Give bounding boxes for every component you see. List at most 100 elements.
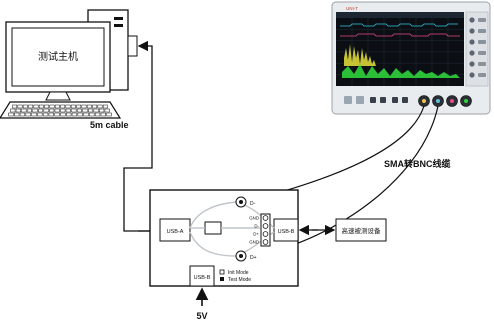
usb-b-bottom-port [189, 265, 215, 287]
scope-knob [469, 50, 475, 56]
keyboard-key [60, 104, 66, 109]
scope-key [478, 73, 486, 77]
header-pin [262, 223, 269, 229]
keyboard-key [42, 112, 49, 117]
keyboard-key [99, 108, 105, 113]
trace-green [342, 64, 460, 78]
scope-brand: UNI-T [346, 6, 358, 11]
keyboard-key [100, 112, 106, 117]
keyboard-key [19, 112, 26, 117]
monitor: 测试主机 [5, 21, 111, 101]
keyboard-key [38, 104, 44, 109]
scope-key [478, 51, 486, 55]
scope-knob [469, 39, 475, 45]
usb-b-right-port [273, 218, 299, 242]
keyboard-key [21, 108, 27, 113]
d-plus-label: D+ [250, 255, 257, 261]
pin-header [260, 213, 271, 247]
init-mode-switch [219, 269, 225, 275]
keyboard-key [86, 104, 92, 109]
header-pin [262, 231, 269, 237]
scope-side-panel [465, 11, 489, 87]
pin-label: D- [254, 224, 259, 229]
keyboard-key [106, 112, 112, 117]
keyboard-key [14, 112, 20, 117]
scope-key [478, 40, 486, 44]
keyboard-key [33, 104, 39, 109]
high-speed-dut-box [335, 218, 387, 242]
usb-a-port [159, 218, 191, 242]
keyboard-key [88, 108, 94, 113]
monitor-screen-text: 测试主机 [38, 50, 78, 63]
keyboard-key [43, 108, 49, 113]
scope-knob [469, 28, 475, 34]
keyboard-key [12, 104, 18, 109]
test-host-computer: 测试主机 [0, 9, 138, 119]
keyboard-key [93, 108, 99, 113]
keyboard-key [54, 104, 60, 109]
pin-label: D+ [253, 232, 259, 237]
keyboard-key [54, 108, 60, 113]
keyboard-key [48, 112, 54, 117]
keyboard-key [83, 112, 89, 117]
scope-knob [469, 17, 475, 23]
keyboard-key [25, 112, 31, 117]
keyboard-key [102, 104, 108, 109]
oscilloscope: UNI-T [331, 1, 491, 115]
power-label: 5V [196, 311, 207, 321]
test-mode-label: Test Mode [228, 277, 251, 283]
header-pin [262, 239, 269, 245]
keyboard-key [44, 104, 50, 109]
keyboard-key [38, 108, 44, 113]
scope-key [478, 29, 486, 33]
sma-cable-d-minus [247, 105, 425, 202]
scope-key [478, 18, 486, 22]
keyboard-key [49, 108, 55, 113]
d-minus-label: D- [250, 201, 256, 207]
usb-b-bottom-label: USB-B [194, 275, 211, 281]
keyboard-key [77, 112, 83, 117]
pin-label: GND [249, 240, 259, 245]
init-mode-label: Init Mode [228, 270, 249, 276]
fixture-chip [204, 221, 222, 235]
keyboard-key [104, 108, 110, 113]
sma-connector-d-plus [235, 250, 247, 262]
dut-label: 高速被测设备 [342, 226, 382, 235]
keyboard-key [28, 104, 34, 109]
keyboard-key [17, 104, 23, 109]
keyboard-key [71, 112, 78, 117]
trace-pink [340, 33, 460, 37]
keyboard-key [81, 104, 87, 109]
header-pin [262, 215, 269, 221]
keyboard-key [54, 112, 60, 117]
keyboard-key [97, 104, 103, 109]
scope-key [478, 62, 486, 66]
keyboard-key [76, 108, 82, 113]
keyboard-key [65, 108, 71, 113]
scope-knob [469, 72, 475, 78]
test-mode-switch [220, 277, 224, 281]
keyboard-key [8, 112, 14, 117]
keyboard-key [31, 112, 37, 117]
keyboard-key [32, 108, 38, 113]
keyboard-key [94, 112, 101, 117]
usb-b-right-label: USB-B [278, 229, 295, 235]
test-fixture-board: USB-A USB-B USB-B D- D+ [149, 189, 299, 287]
keyboard-key [15, 108, 21, 113]
keyboard-key [49, 104, 55, 109]
sma-cable-label: SMA转BNC线缆 [384, 158, 451, 169]
keyboard-key [71, 108, 77, 113]
keyboard-key [82, 108, 88, 113]
scope-knob [469, 61, 475, 67]
trace-yellow [344, 44, 376, 66]
keyboard-key [66, 112, 72, 117]
scope-screen [336, 12, 464, 86]
sma-connector-d-minus [235, 196, 247, 208]
pin-label: GND [249, 216, 259, 221]
keyboard [0, 101, 122, 119]
cable-length-label: 5m cable [90, 120, 129, 130]
keyboard-key [10, 108, 16, 113]
keyboard-key [89, 112, 95, 117]
keyboard-key [22, 104, 28, 109]
